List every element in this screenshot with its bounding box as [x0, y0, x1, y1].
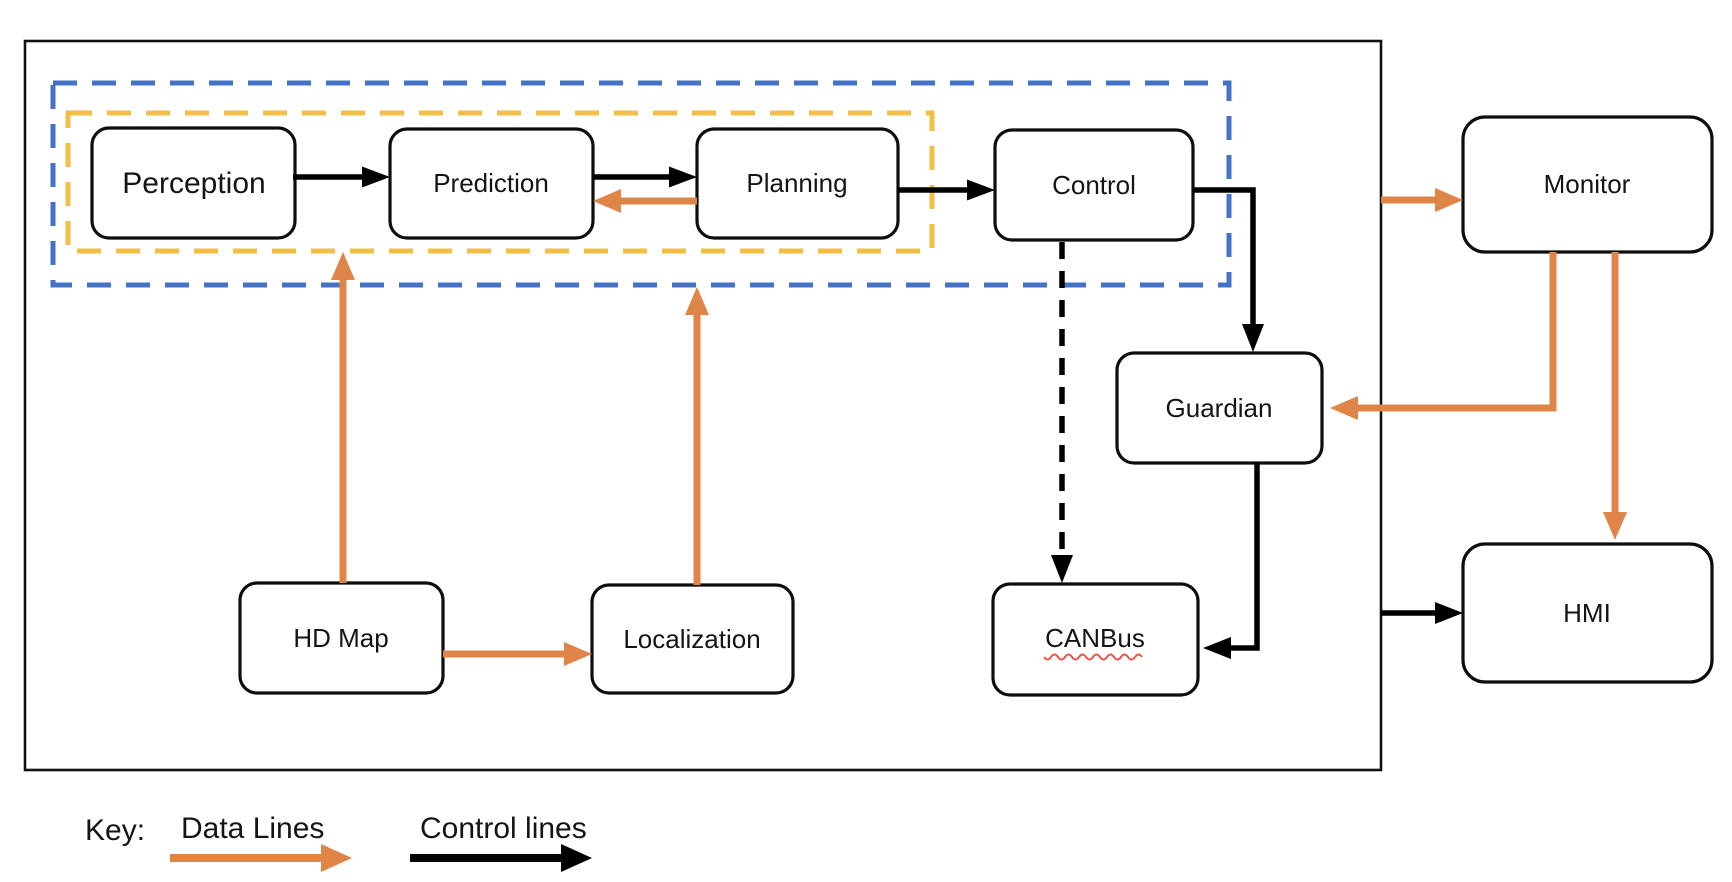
canbus-label: CANBus	[1045, 623, 1145, 653]
arrowhead	[1435, 602, 1463, 624]
arrowhead	[321, 844, 352, 872]
arrowhead	[362, 166, 390, 188]
hmi-label: HMI	[1563, 598, 1611, 628]
edge-prediction-to-planning	[593, 166, 697, 188]
canbus-box	[991, 582, 1200, 697]
perception-label: Perception	[122, 167, 265, 200]
guardian-box	[1115, 351, 1324, 465]
edge-boundary-to-hmi	[1381, 602, 1463, 624]
edge-perception-to-prediction	[293, 166, 390, 188]
edge-line	[1193, 187, 1256, 325]
arrowhead	[561, 844, 592, 872]
node-planning: Planning	[695, 127, 900, 240]
prediction-label: Prediction	[433, 168, 549, 198]
node-perception: Perception	[90, 126, 297, 240]
legend-control-line-arrow	[410, 844, 592, 872]
legend: Key: Data Lines Control lines	[85, 812, 592, 872]
guardian-label: Guardian	[1166, 393, 1273, 423]
edge-guardian-to-canbus	[1203, 463, 1260, 659]
edge-planning-to-control	[898, 179, 995, 201]
localization-box	[590, 583, 795, 695]
arrowhead	[1242, 324, 1264, 352]
planning-box	[695, 127, 900, 240]
node-prediction: Prediction	[388, 127, 595, 240]
control-box	[993, 128, 1195, 242]
edge-monitor-to-guardian	[1330, 252, 1557, 420]
arrowhead	[593, 189, 621, 213]
node-control: Control	[993, 128, 1195, 242]
legend-control-lines-label: Control lines	[420, 812, 587, 845]
arrowhead	[685, 287, 709, 315]
monitor-label: Monitor	[1544, 169, 1631, 199]
edge-control-to-guardian	[1193, 187, 1264, 352]
arrowhead	[669, 166, 697, 188]
node-hmi: HMI	[1461, 542, 1714, 684]
node-guardian: Guardian	[1115, 351, 1324, 465]
arrowhead	[1051, 555, 1073, 583]
planning-subsystem-dashed-boundary	[65, 110, 935, 254]
prediction-box	[388, 127, 595, 240]
arrowhead	[1603, 512, 1627, 540]
legend-data-line-arrow	[170, 844, 352, 872]
localization-label: Localization	[623, 624, 760, 654]
edge-control-to-canbus-dashed	[1051, 242, 1073, 583]
node-canbus: CANBus	[991, 582, 1200, 697]
edge-hdmap-to-localization	[443, 642, 592, 666]
arrowhead	[1203, 637, 1231, 659]
edge-line	[1358, 252, 1557, 412]
edge-line	[1231, 463, 1260, 651]
node-monitor: Monitor	[1461, 115, 1714, 254]
arrowhead	[331, 252, 355, 280]
arrowhead	[967, 179, 995, 201]
arrowhead	[564, 642, 592, 666]
node-localization: Localization	[590, 583, 795, 695]
legend-data-lines-label: Data Lines	[181, 812, 324, 845]
control-label: Control	[1052, 170, 1136, 200]
edge-planning-to-prediction-data	[593, 189, 697, 213]
arrowhead	[1330, 396, 1358, 420]
perception-box	[90, 126, 297, 240]
monitor-box	[1461, 115, 1714, 254]
legend-key-label: Key:	[85, 814, 145, 847]
planning-label: Planning	[746, 168, 847, 198]
software-stack-dashed-boundary	[50, 80, 1232, 288]
edge-hdmap-to-planning-subsystem	[331, 252, 355, 583]
edge-localization-to-software-stack	[685, 287, 709, 585]
canbus-spellcheck-underline	[1043, 653, 1143, 661]
hd-map-label: HD Map	[293, 623, 388, 653]
edge-boundary-to-monitor	[1381, 188, 1463, 212]
edge-monitor-to-hmi	[1603, 252, 1627, 540]
arrowhead	[1435, 188, 1463, 212]
node-hd-map: HD Map	[238, 581, 445, 695]
